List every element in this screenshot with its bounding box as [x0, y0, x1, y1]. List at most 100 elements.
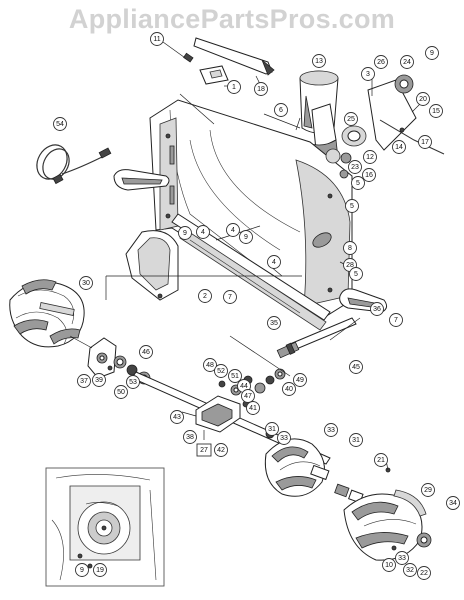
callout-number: 30 [82, 280, 90, 287]
callout-number: 26 [377, 59, 385, 66]
callout-number: 39 [95, 377, 103, 384]
shave-plate [171, 213, 331, 331]
callout-number: 4 [201, 229, 205, 236]
callout-2: 2 [198, 289, 212, 303]
callout-number: 31 [352, 437, 360, 444]
callout-37: 37 [77, 374, 91, 388]
callout-number: 13 [315, 58, 323, 65]
callout-number: 47 [244, 393, 252, 400]
callout-15: 15 [429, 104, 443, 118]
auger-left [9, 279, 85, 348]
callout-1: 1 [227, 80, 241, 94]
callout-42: 42 [214, 443, 228, 457]
callout-number: 33 [280, 435, 288, 442]
callout-number: 9 [430, 50, 434, 57]
callout-41: 41 [246, 401, 260, 415]
callout-53: 53 [126, 375, 140, 389]
watermark-text: AppliancePartsPros.com [68, 4, 396, 34]
callout-5: 5 [349, 267, 363, 281]
callout-number: 21 [377, 457, 385, 464]
callout-number: 32 [406, 567, 414, 574]
callout-46: 46 [139, 345, 153, 359]
callout-27: 27 [196, 443, 212, 457]
right-end-bearings [391, 532, 432, 551]
callout-number: 22 [420, 570, 428, 577]
callout-number: 51 [231, 373, 239, 380]
callout-48: 48 [203, 358, 217, 372]
callout-number: 28 [346, 262, 354, 269]
callout-number: 27 [200, 447, 208, 454]
callout-33: 33 [395, 551, 409, 565]
callout-number: 9 [183, 230, 187, 237]
callout-26: 26 [374, 55, 388, 69]
callout-number: 17 [421, 139, 429, 146]
gearbox [195, 380, 241, 433]
callout-number: 25 [347, 116, 355, 123]
callout-number: 10 [385, 562, 393, 569]
housing-bracket [125, 230, 179, 301]
callout-31: 31 [265, 422, 279, 436]
callout-9: 9 [75, 563, 89, 577]
callout-4: 4 [226, 223, 240, 237]
callout-35: 35 [267, 316, 281, 330]
callout-number: 48 [206, 362, 214, 369]
callout-4: 4 [196, 225, 210, 239]
callout-number: 52 [217, 368, 225, 375]
callout-number: 46 [142, 349, 150, 356]
callout-32: 32 [403, 563, 417, 577]
callout-9: 9 [239, 230, 253, 244]
callout-23: 23 [348, 160, 362, 174]
callout-number: 49 [296, 377, 304, 384]
callout-7: 7 [389, 313, 403, 327]
callout-33: 33 [324, 423, 338, 437]
callout-number: 7 [228, 294, 232, 301]
callout-40: 40 [282, 382, 296, 396]
chute-flange-parts [339, 125, 367, 186]
callout-47: 47 [241, 389, 255, 403]
callout-number: 45 [352, 364, 360, 371]
callout-10: 10 [382, 558, 396, 572]
callout-number: 24 [403, 59, 411, 66]
callout-20: 20 [416, 92, 430, 106]
callout-number: 5 [356, 180, 360, 187]
callout-number: 11 [153, 36, 160, 43]
callout-number: 18 [257, 86, 265, 93]
callout-number: 23 [351, 164, 359, 171]
chute-rotator [367, 74, 445, 155]
callout-5: 5 [351, 176, 365, 190]
callout-number: 6 [279, 107, 283, 114]
callout-38: 38 [183, 430, 197, 444]
callout-25: 25 [344, 112, 358, 126]
auger-right-inner [264, 438, 325, 497]
callout-4: 4 [267, 255, 281, 269]
callout-11: 11 [150, 32, 164, 46]
callout-number: 19 [96, 567, 104, 574]
callout-8: 8 [343, 241, 357, 255]
callout-9: 9 [425, 46, 439, 60]
callout-number: 7 [394, 317, 398, 324]
callout-number: 53 [129, 379, 137, 386]
callout-number: 3 [366, 71, 370, 78]
shaft-pin-assembly [162, 37, 275, 85]
callout-31: 31 [349, 433, 363, 447]
callout-number: 43 [173, 414, 181, 421]
gear-housing-left [87, 337, 117, 379]
callout-14: 14 [392, 140, 406, 154]
callout-13: 13 [312, 54, 326, 68]
callout-29: 29 [421, 483, 435, 497]
callout-number: 35 [270, 320, 278, 327]
callout-3: 3 [361, 67, 375, 81]
callout-34: 34 [446, 496, 460, 510]
callout-number: 16 [365, 172, 373, 179]
callout-19: 19 [93, 563, 107, 577]
callout-number: 2 [203, 293, 207, 300]
callout-number: 4 [231, 227, 235, 234]
auger-right-outer [343, 489, 427, 561]
callout-number: 12 [366, 154, 374, 161]
callout-36: 36 [370, 302, 384, 316]
callout-6: 6 [274, 103, 288, 117]
callout-number: 14 [395, 144, 403, 151]
callout-number: 9 [244, 234, 248, 241]
